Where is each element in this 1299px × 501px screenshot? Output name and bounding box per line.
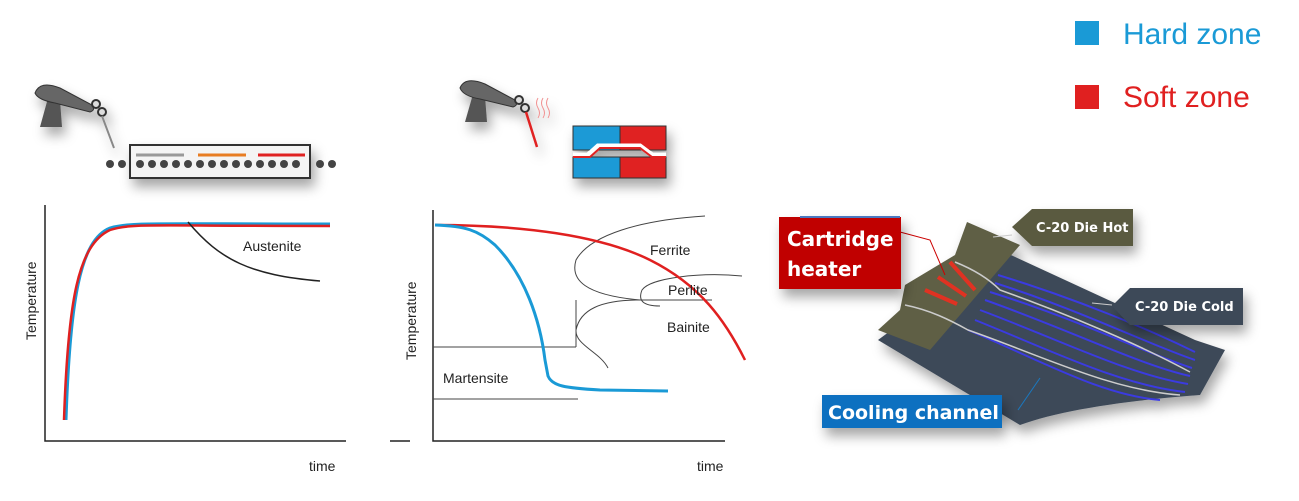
hard-zone-swatch [1075, 21, 1099, 45]
perlite-label: Perlite [668, 282, 708, 298]
soft-zone-label: Soft zone [1123, 81, 1250, 114]
die-model [878, 222, 1225, 425]
bainite-label: Bainite [667, 319, 710, 335]
y-axis-label: Temperature [403, 281, 419, 360]
split-die-icon [572, 125, 667, 179]
axes [432, 210, 725, 442]
x-axis-label: time [309, 458, 336, 474]
martensite-label: Martensite [443, 370, 509, 386]
hard-zone-label: Hard zone [1123, 18, 1261, 51]
chart-middle: Ferrite Perlite Bainite Martensite Tempe… [390, 210, 747, 474]
press-robot-icon [459, 80, 550, 148]
y-axis-label: Temperature [23, 261, 39, 340]
die-labels: Cartridge heater C-20 Die Hot C-20 Die C… [779, 209, 1243, 428]
die-hot-tag [1012, 209, 1133, 246]
cooling-channel-label: Cooling channel [828, 402, 999, 424]
die-cold-tag [1112, 288, 1243, 325]
austenite-label: Austenite [243, 238, 302, 254]
furnace-icon [129, 144, 311, 179]
die-hot-label: C-20 Die Hot [1036, 221, 1128, 236]
cartridge-heaters [924, 260, 977, 306]
cartridge-heater-label-line1: Cartridge [787, 227, 894, 251]
austenite-boundary [187, 221, 321, 282]
soft-zone-curve [62, 224, 331, 421]
chart-left: Austenite Temperature time [23, 205, 346, 474]
perlite-curve [640, 274, 743, 307]
bainite-curve [575, 299, 641, 369]
cooling-channel-tag [822, 395, 1002, 428]
legend: Hard zone Soft zone [1075, 18, 1261, 114]
soft-zone-curve [434, 223, 747, 361]
ferrite-curve [574, 215, 712, 301]
roller-row [106, 160, 336, 168]
cartridge-heater-label-line2: heater [787, 257, 861, 281]
x-axis-label: time [697, 458, 724, 474]
die-cold-label: C-20 Die Cold [1135, 300, 1234, 315]
axes [44, 205, 346, 442]
hard-zone-curve [64, 222, 331, 421]
hard-zone-curve [434, 223, 669, 393]
cartridge-heater-tag [779, 217, 901, 289]
ferrite-label: Ferrite [650, 242, 691, 258]
cooling-channels [967, 274, 1196, 401]
furnace-robot-icon [34, 84, 311, 179]
soft-zone-swatch [1075, 85, 1099, 109]
